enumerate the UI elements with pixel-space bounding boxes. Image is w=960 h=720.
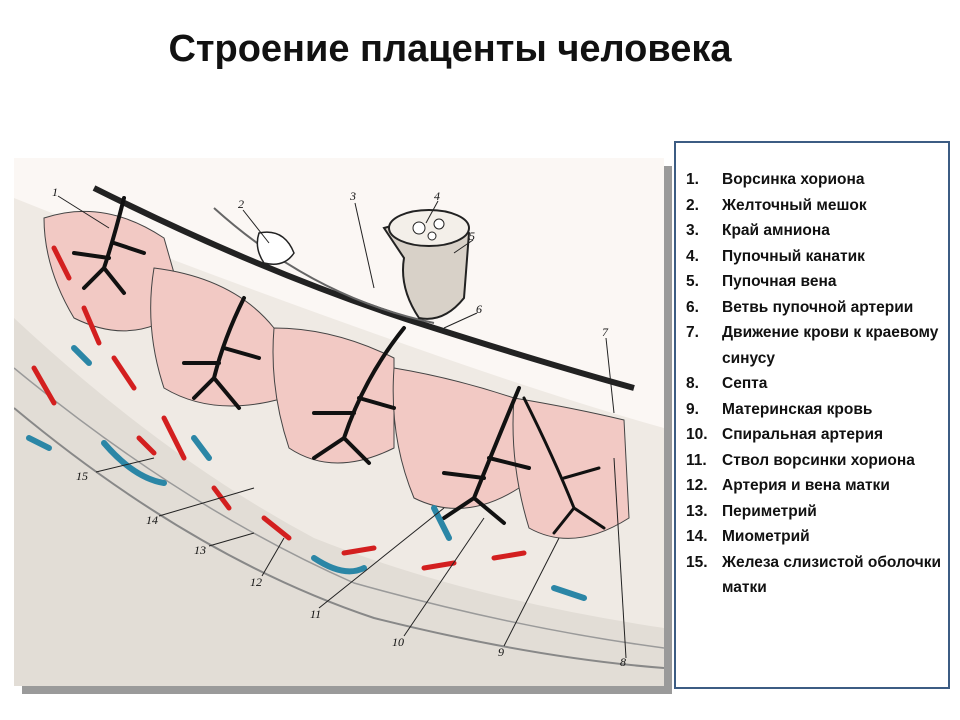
legend-item-label: Артерия и вена матки xyxy=(722,477,890,494)
legend-item: 8. Септа xyxy=(686,371,942,397)
legend-item-number: 2. xyxy=(686,196,699,214)
legend-item: 9. Материнская кровь xyxy=(686,397,942,423)
legend-item-label: Спиральная артерия xyxy=(722,426,884,443)
intervillous-lobe xyxy=(43,210,185,332)
legend-item-number: 14. xyxy=(686,528,708,545)
legend-item: 14. Миометрий xyxy=(686,524,942,550)
legend-item-number: 1. xyxy=(686,171,699,188)
legend-box: 1. Ворсинка хориона 2. Желточный мешок 3. Кра… xyxy=(674,141,950,689)
callout-1: 1 xyxy=(52,185,58,199)
maternal-arteries xyxy=(31,245,527,571)
legend-item: 4. Пупочный канатик xyxy=(686,244,942,270)
page-title: Строение плаценты человека xyxy=(168,28,732,70)
chorionic-plate xyxy=(92,185,635,391)
legend-item-number: 10. xyxy=(686,426,708,443)
legend-item: 5. Пупочная вена xyxy=(686,269,942,295)
legend-item-number: 11. xyxy=(686,451,707,469)
callout-4: 4 xyxy=(434,189,440,203)
legend-item-number: 12. xyxy=(686,477,708,494)
callout-7: 7 xyxy=(602,325,609,339)
legend-item-label: Ветвь пупочной артерии xyxy=(722,298,914,316)
legend-item-label: Миометрий xyxy=(722,528,810,545)
legend-item-label: Септа xyxy=(722,375,768,392)
legend-item-label: Железа слизистой оболочки матки xyxy=(722,553,941,597)
legend-item: 6. Ветвь пупочной артерии xyxy=(686,295,942,321)
legend-item: 13. Периметрий xyxy=(686,499,942,525)
legend-item: 7. Движение крови к краевому синусу xyxy=(686,320,942,371)
legend-item-number: 5. xyxy=(686,273,699,290)
callout-2: 2 xyxy=(238,197,244,211)
myometrium-line xyxy=(14,367,664,649)
legend-item: 3. Край амниона xyxy=(686,218,942,244)
callout-13: 13 xyxy=(194,543,206,557)
legend-item-number: 4. xyxy=(686,247,699,265)
legend-item-number: 3. xyxy=(686,222,699,239)
umbilical-cord xyxy=(382,209,471,320)
callout-15: 15 xyxy=(76,469,88,483)
villous-trees xyxy=(72,196,606,535)
legend-item: 11. Ствол ворсинки хориона xyxy=(686,448,942,474)
callout-12: 12 xyxy=(250,575,262,589)
legend-item-label: Ствол ворсинки хориона xyxy=(722,451,915,469)
legend-item: 10. Спиральная артерия xyxy=(686,422,942,448)
legend-item-label: Ворсинка хориона xyxy=(722,171,865,188)
legend-item-number: 8. xyxy=(686,375,699,392)
amnion-edge xyxy=(213,207,435,324)
legend-item-number: 6. xyxy=(686,298,699,316)
maternal-veins xyxy=(26,345,587,601)
legend-list: 1. Ворсинка хориона 2. Желточный мешок 3. Кра… xyxy=(676,143,948,601)
intervillous-lobe xyxy=(392,367,520,509)
intervillous-lobe xyxy=(150,267,285,407)
legend-item: 1. Ворсинка хориона xyxy=(686,167,942,193)
callout-9: 9 xyxy=(498,645,504,659)
placenta-illustration: 1 2 3 4 5 6 7 8 9 10 11 12 13 14 15 xyxy=(14,158,664,686)
legend-item: 15. Железа слизистой оболочки матки xyxy=(686,550,942,601)
callout-5: 5 xyxy=(469,229,475,243)
legend-item-label: Край амниона xyxy=(722,222,830,239)
legend-item-number: 13. xyxy=(686,502,708,520)
legend-item-label: Движение крови к краевому синусу xyxy=(722,324,939,367)
legend-item-label: Материнская кровь xyxy=(722,400,873,418)
callout-8: 8 xyxy=(620,655,626,669)
legend-item-label: Желточный мешок xyxy=(722,196,867,214)
legend-item: 12. Артерия и вена матки xyxy=(686,473,942,499)
callout-3: 3 xyxy=(349,189,356,203)
callout-6: 6 xyxy=(476,302,482,316)
legend-item-number: 7. xyxy=(686,324,699,341)
perimetrium-line xyxy=(14,407,664,669)
placenta-figure: 1 2 3 4 5 6 7 8 9 10 11 12 13 14 15 xyxy=(14,158,672,694)
legend-item-number: 15. xyxy=(686,553,708,571)
callout-10: 10 xyxy=(392,635,404,649)
legend-item-number: 9. xyxy=(686,400,699,418)
callout-14: 14 xyxy=(146,513,158,527)
legend-item: 2. Желточный мешок xyxy=(686,193,942,219)
legend-item-label: Периметрий xyxy=(722,502,817,520)
legend-item-label: Пупочный канатик xyxy=(722,247,865,265)
yolk-sac xyxy=(256,231,295,265)
callout-11: 11 xyxy=(310,607,321,621)
leader-lines xyxy=(57,195,627,659)
myometrium-band xyxy=(14,318,664,686)
legend-item-label: Пупочная вена xyxy=(722,273,837,290)
intervillous-lobe xyxy=(272,327,395,464)
